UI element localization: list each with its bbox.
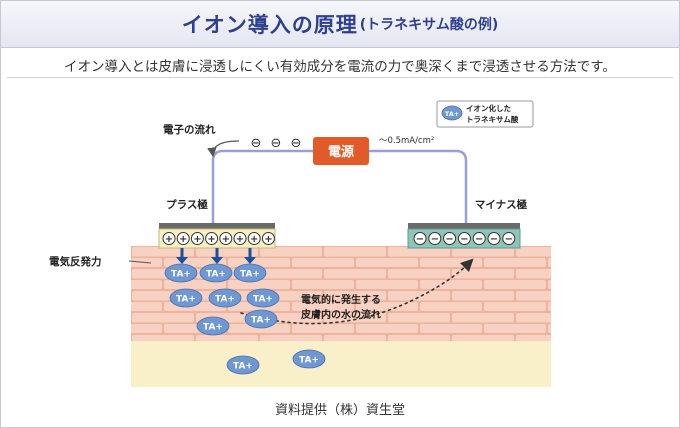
title-bar: イオン導入の原理(トラネキサム酸の例)	[1, 1, 679, 48]
repulsion-label: 電気反発力	[49, 255, 102, 268]
electron-flow-arrow	[207, 140, 240, 158]
ions: TA+ TA+ TA+ TA+ TA+ TA+ TA+ TA+ TA+ TA+	[164, 263, 326, 375]
repulsion-leader-line	[128, 260, 152, 264]
minus-charge: −	[487, 232, 501, 245]
minus-charge: −	[413, 232, 427, 245]
svg-text:+: +	[179, 234, 187, 245]
ta-ion: TA+	[226, 355, 260, 375]
svg-text:TA+: TA+	[215, 295, 235, 305]
svg-text:+: +	[250, 234, 258, 245]
legend-box	[436, 100, 534, 128]
svg-text:−: −	[431, 234, 439, 245]
legend-text-line1: イオン化した	[466, 103, 511, 113]
plus-electrode-label: プラス極	[166, 198, 208, 211]
svg-text:+: +	[193, 234, 201, 245]
ta-ion: TA+	[233, 263, 267, 283]
minus-charge: −	[472, 232, 486, 245]
minus-electrode-plate	[408, 223, 520, 229]
page-title: イオン導入の原理	[181, 13, 358, 37]
plus-charge: +	[261, 232, 275, 245]
power-source-label: 電源	[328, 144, 354, 160]
svg-text:+: +	[236, 234, 244, 245]
ta-ion: TA+	[164, 263, 198, 283]
svg-text:TA+: TA+	[206, 270, 226, 280]
svg-text:−: −	[490, 234, 498, 245]
plus-charge: +	[190, 232, 204, 245]
svg-text:+: +	[264, 234, 272, 245]
minus-charge: −	[443, 232, 457, 245]
minus-charge: −	[457, 232, 471, 245]
repulsion-arrows	[176, 248, 256, 264]
repulsion-arrow	[244, 248, 256, 264]
wire-left	[211, 149, 313, 223]
source-credit: 資料提供（株）資生堂	[274, 403, 405, 418]
minus-charge: −	[428, 232, 442, 245]
svg-text:+: +	[207, 234, 215, 245]
legend-ion-badge	[441, 105, 463, 121]
electron-symbol: ⊖	[291, 136, 302, 151]
legend-text-line2: トラネキサム酸	[466, 114, 519, 124]
ta-ion: TA+	[196, 316, 230, 336]
plus-charge: +	[219, 232, 233, 245]
water-flow-label-line2: 皮膚内の水の流れ	[300, 308, 381, 321]
legend-badge-text: TA+	[445, 110, 459, 118]
page-title-note: (トラネキサム酸の例)	[359, 17, 499, 33]
ta-ion: TA+	[244, 309, 278, 329]
plus-charge: +	[176, 232, 190, 245]
svg-text:+: +	[165, 234, 173, 245]
svg-text:TA+: TA+	[253, 295, 273, 305]
wire-right	[369, 149, 468, 223]
electron-symbols: ⊖ ⊖ ⊖	[251, 136, 302, 151]
minus-electrode-label: マイナス極	[475, 198, 528, 211]
ta-ion: TA+	[292, 349, 326, 369]
power-source	[313, 137, 369, 165]
plus-electrode-plate	[159, 223, 275, 229]
svg-text:TA+: TA+	[176, 295, 196, 305]
minus-charge: −	[502, 232, 516, 245]
svg-text:TA+: TA+	[251, 316, 271, 326]
plus-charge: +	[162, 232, 176, 245]
svg-text:TA+: TA+	[171, 270, 191, 280]
dermis-layer	[131, 341, 551, 387]
electron-symbol: ⊖	[251, 136, 262, 151]
plus-charge: +	[205, 232, 219, 245]
subtitle-description: イオン導入とは皮膚に浸透しにくい有効成分を電流の力で奥深くまで浸透させる方法です…	[64, 59, 616, 75]
iontophoresis-diagram: 電源 ～0.5mA/cm² 電子の流れ ⊖ ⊖ ⊖ プラス極 + + + + + + ++ …	[49, 100, 551, 387]
svg-text:TA+: TA+	[233, 362, 253, 372]
water-flow-label-line1: 電気的に発生する	[301, 293, 381, 306]
current-label: ～0.5mA/cm²	[379, 136, 434, 146]
minus-charges: −−−−−−−	[413, 232, 516, 245]
plus-charges: + + + + + + + +	[162, 232, 275, 245]
plus-charge: +	[247, 232, 261, 245]
svg-text:TA+: TA+	[299, 356, 319, 366]
repulsion-arrow	[211, 248, 223, 264]
electron-flow-label: 電子の流れ	[163, 123, 216, 136]
svg-text:+: +	[222, 234, 230, 245]
water-flow-arrow	[240, 258, 474, 325]
electron-symbol: ⊖	[271, 136, 282, 151]
svg-text:−: −	[460, 234, 468, 245]
svg-text:−: −	[475, 234, 483, 245]
svg-text:−: −	[416, 234, 424, 245]
svg-text:−: −	[445, 234, 453, 245]
plus-charge: +	[233, 232, 247, 245]
svg-text:TA+: TA+	[240, 270, 260, 280]
ta-ion: TA+	[169, 288, 203, 308]
divider	[7, 77, 673, 78]
ta-ion: TA+	[246, 288, 280, 308]
ta-ion: TA+	[208, 288, 242, 308]
svg-text:−: −	[505, 234, 513, 245]
svg-text:TA+: TA+	[203, 323, 223, 333]
repulsion-arrow	[176, 248, 188, 264]
ta-ion: TA+	[199, 263, 233, 283]
